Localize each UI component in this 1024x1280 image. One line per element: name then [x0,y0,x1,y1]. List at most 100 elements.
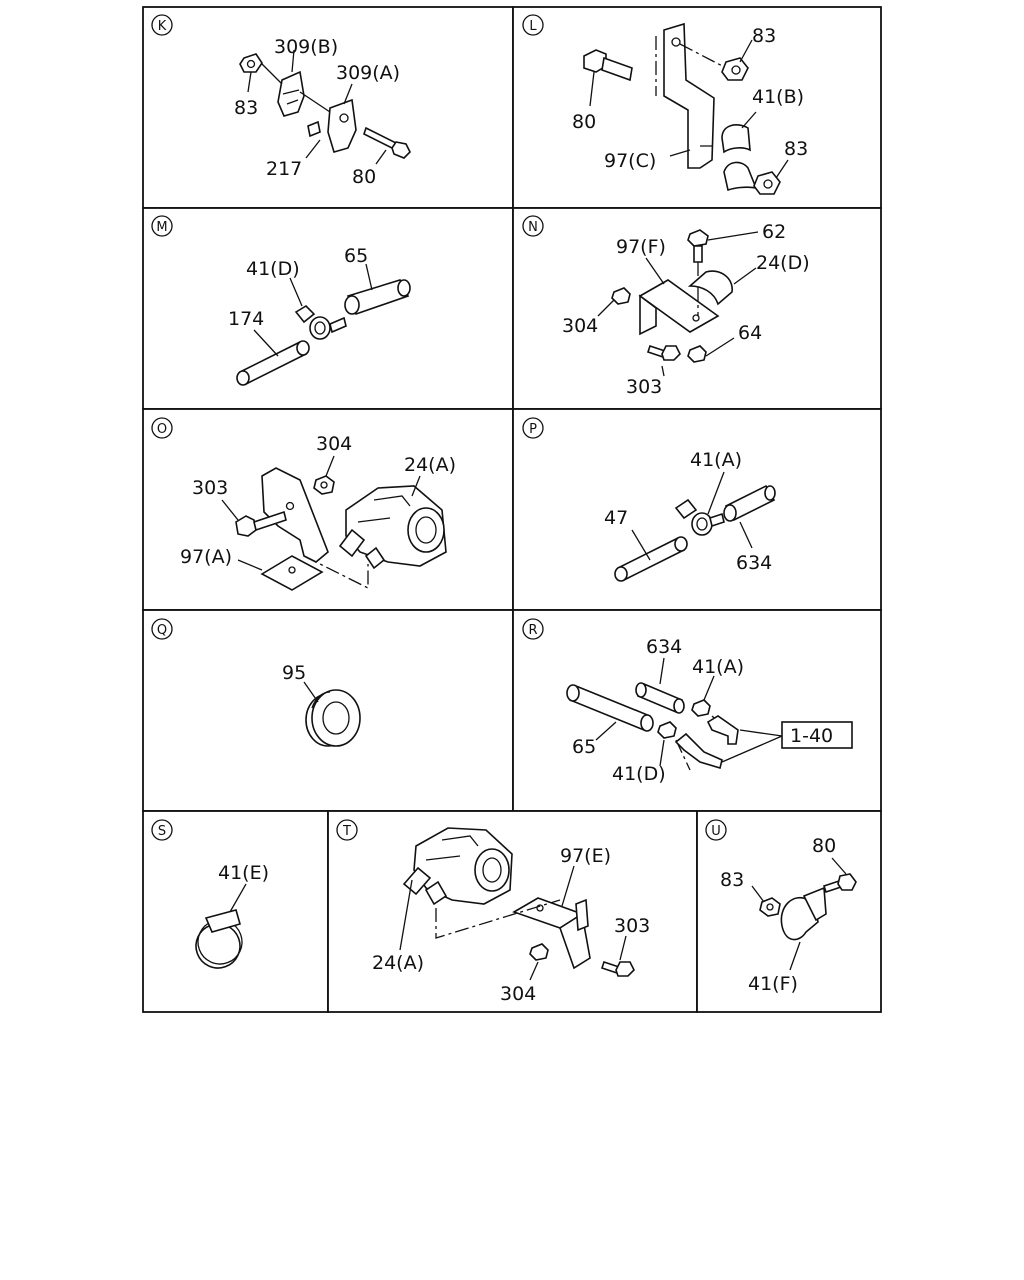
panel-l-letter: L [529,19,537,34]
grommet-95-icon [305,689,361,747]
label-303: 303 [626,376,662,398]
clip-309b-icon [277,70,305,117]
actuator-24a-icon [338,485,447,570]
label-97a: 97(A) [180,546,232,568]
bolt-62-icon [687,229,709,263]
label-309b: 309(B) [274,36,338,58]
panel-q-letter: Q [157,623,167,638]
bolt-303-icon [235,510,287,537]
bracket-97c-icon [663,22,715,169]
label-83-bottom: 83 [784,138,808,160]
pipe-174-icon [236,340,310,386]
label-65: 65 [344,245,368,267]
nut-83-icon [753,171,781,195]
clamp-41b-icon [721,124,758,192]
label-83: 83 [234,97,258,119]
panel-o-letter: O [157,422,167,437]
panel-p-letter: P [529,422,537,437]
label-304: 304 [500,983,536,1005]
label-95: 95 [282,662,306,684]
nut-83-icon [239,53,263,73]
label-217: 217 [266,158,302,180]
panel-u-letter: U [711,824,721,839]
panel-s: S 41(E) [151,819,269,969]
connector-tube-upper-icon [706,715,739,745]
label-83: 83 [720,869,744,891]
panel-s-letter: S [158,824,166,839]
label-97f: 97(F) [616,236,666,258]
clip-309a-icon [327,98,357,153]
label-97e: 97(E) [560,845,611,867]
label-41f: 41(F) [748,973,798,995]
label-309a: 309(A) [336,62,400,84]
label-41b: 41(B) [752,86,804,108]
nut-83-icon [759,897,781,917]
bracket-97f-icon [638,279,720,336]
clamp-41a-icon [674,498,713,536]
panel-q: Q 95 [151,618,361,747]
label-62: 62 [762,221,786,243]
label-83-top: 83 [752,25,776,47]
label-41e: 41(E) [218,862,269,884]
panel-t-letter: T [342,824,351,839]
bolt-303-icon [646,344,681,361]
bracket-97e-icon [512,897,591,970]
label-41a: 41(A) [692,656,744,678]
clamp-41f-icon [780,886,827,941]
reference-box [781,721,853,749]
clamp-24d-icon [687,270,733,306]
clamp-41d-icon [657,721,677,739]
hose-634-icon [635,682,685,714]
panel-l: L 83 80 41(B) 97(C) 83 [522,14,808,195]
label-24d: 24(D) [756,252,810,274]
label-174: 174 [228,308,264,330]
panel-p: P 41(A) 47 634 [522,417,776,582]
label-47: 47 [604,507,628,529]
label-65: 65 [572,736,596,758]
nut-304-icon [529,943,549,961]
label-634: 634 [736,552,772,574]
panel-n: N 62 97(F) 24(D) 304 64 303 [522,215,810,398]
bolt-80-icon [363,126,411,159]
clamp-41d-icon [294,304,331,340]
label-24a: 24(A) [372,952,424,974]
pipe-65-icon [566,684,654,732]
label-304: 304 [562,315,598,337]
hose-65-icon [344,279,411,315]
label-80: 80 [812,835,836,857]
panel-t: T 97(E) 303 24(A) 304 [336,819,650,1005]
label-41d: 41(D) [612,763,666,785]
label-41a: 41(A) [690,449,742,471]
panel-m: M 41(D) 65 174 [151,215,411,386]
connector-tube-lower-icon [674,732,723,770]
panel-u: U 80 83 41(F) [705,819,857,995]
panel-grid [142,6,882,1013]
panel-o: O 304 24(A) 303 97(A) [151,417,456,591]
nut-64-icon [687,345,707,363]
label-80: 80 [572,111,596,133]
panel-n-letter: N [528,220,538,235]
label-24a: 24(A) [404,454,456,476]
reference-1-40: 1-40 [790,725,833,747]
label-80: 80 [352,166,376,188]
panel-k-letter: K [158,19,167,34]
panel-r: R 634 41(A) 1-40 65 41(D) [522,618,853,785]
nut-304-icon [611,287,631,305]
panel-m-letter: M [156,220,167,235]
label-634: 634 [646,636,682,658]
panel-r-letter: R [528,623,537,638]
label-41d: 41(D) [246,258,300,280]
pipe-47-icon [614,536,688,582]
actuator-24a-icon [402,827,513,906]
hose-634-icon [723,484,776,522]
hose-clamp-41e-icon [195,909,243,969]
label-97c: 97(C) [604,150,656,172]
bolt-303-icon [600,960,635,977]
panel-k: K 309(B) 309(A) 83 217 80 [151,14,411,188]
label-303: 303 [614,915,650,937]
label-304: 304 [316,433,352,455]
clip-217-icon [307,120,321,138]
label-303: 303 [192,477,228,499]
label-64: 64 [738,322,762,344]
